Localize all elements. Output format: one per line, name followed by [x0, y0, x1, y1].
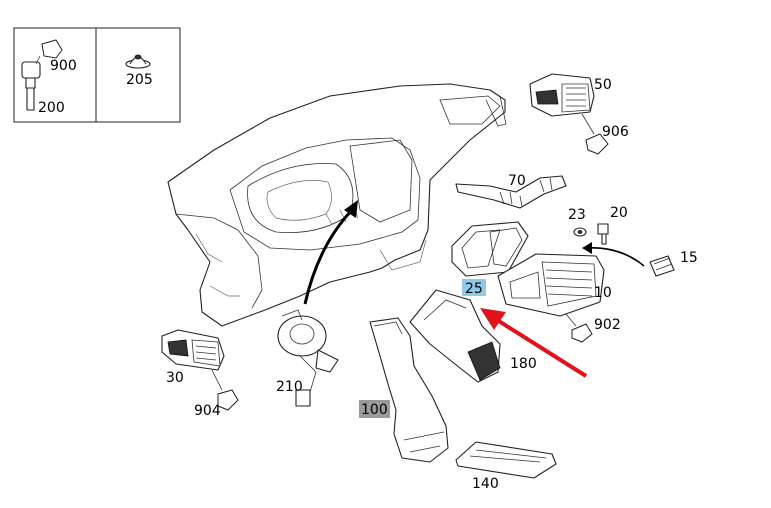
label-100: 100	[361, 402, 388, 418]
label-906: 906	[602, 124, 629, 140]
part-15-clip[interactable]	[649, 255, 675, 277]
label-30: 30	[166, 370, 184, 386]
label-20: 20	[610, 205, 628, 221]
part-70-hose[interactable]	[455, 175, 567, 209]
label-25: 25	[465, 281, 483, 297]
part-180-duct[interactable]	[409, 289, 501, 383]
part-906-clip[interactable]	[585, 133, 609, 155]
part-900-clip	[41, 39, 63, 59]
part-210-clockspring[interactable]	[277, 309, 339, 407]
pointer-arrow-head	[344, 200, 358, 218]
label-15: 15	[680, 250, 698, 266]
part-20-screw[interactable]	[597, 223, 609, 245]
label-50: 50	[594, 77, 612, 93]
label-904: 904	[194, 403, 221, 419]
label-140: 140	[472, 476, 499, 492]
inset-box	[13, 27, 181, 123]
part-200-sensor[interactable]	[21, 39, 63, 111]
dashboard-outline	[167, 83, 507, 327]
part-100-duct[interactable]	[369, 317, 449, 463]
part-904-clip[interactable]	[217, 389, 239, 411]
label-210: 210	[276, 379, 303, 395]
highlight-arrow	[480, 308, 588, 378]
part-30-vent[interactable]	[161, 329, 225, 391]
pointer-arrow-210	[303, 200, 358, 305]
label-70: 70	[508, 173, 526, 189]
pointer-arrow-15	[582, 242, 645, 267]
part-205-grommet[interactable]	[125, 54, 151, 69]
label-205: 205	[126, 72, 153, 88]
label-10: 10	[594, 285, 612, 301]
pointer-arrow-line	[303, 208, 354, 305]
part-23-washer[interactable]	[573, 227, 587, 237]
inset-border	[13, 27, 181, 123]
label-902: 902	[594, 317, 621, 333]
label-23: 23	[568, 207, 586, 223]
highlight-box-100	[359, 400, 390, 418]
highlight-arrow-line	[492, 316, 588, 378]
part-10-vent[interactable]	[497, 253, 605, 327]
part-140-duct[interactable]	[455, 441, 557, 479]
label-180: 180	[510, 356, 537, 372]
part-902-clip[interactable]	[571, 323, 593, 343]
part-50-vent[interactable]	[529, 73, 595, 135]
highlight-arrow-head	[480, 308, 506, 330]
part-25-frame[interactable]	[451, 221, 529, 277]
label-200: 200	[38, 100, 65, 116]
label-900: 900	[50, 58, 77, 74]
highlight-box-25	[462, 279, 486, 296]
